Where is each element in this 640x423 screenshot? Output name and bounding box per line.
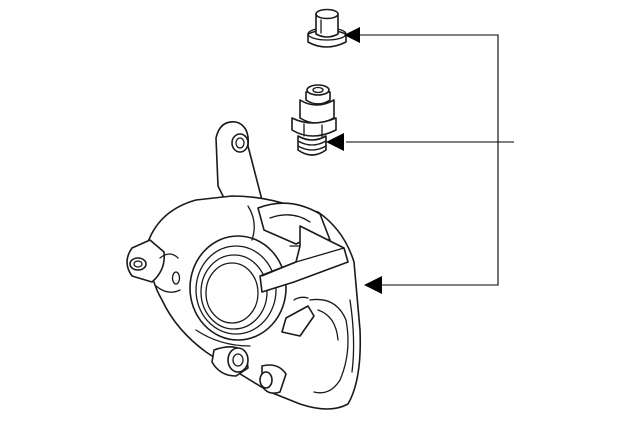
callout-bracket	[326, 27, 514, 294]
arrow-bleeder-cap-icon	[344, 27, 360, 43]
brake-caliper[interactable]	[126, 121, 362, 410]
callout-leader-bleeder-cap	[358, 34, 499, 286]
arrow-bleeder-screw-icon	[326, 133, 344, 151]
arrow-brake-caliper-icon	[364, 276, 382, 294]
bleeder-cap[interactable]	[307, 8, 347, 48]
bleeder-screw[interactable]	[291, 84, 337, 156]
